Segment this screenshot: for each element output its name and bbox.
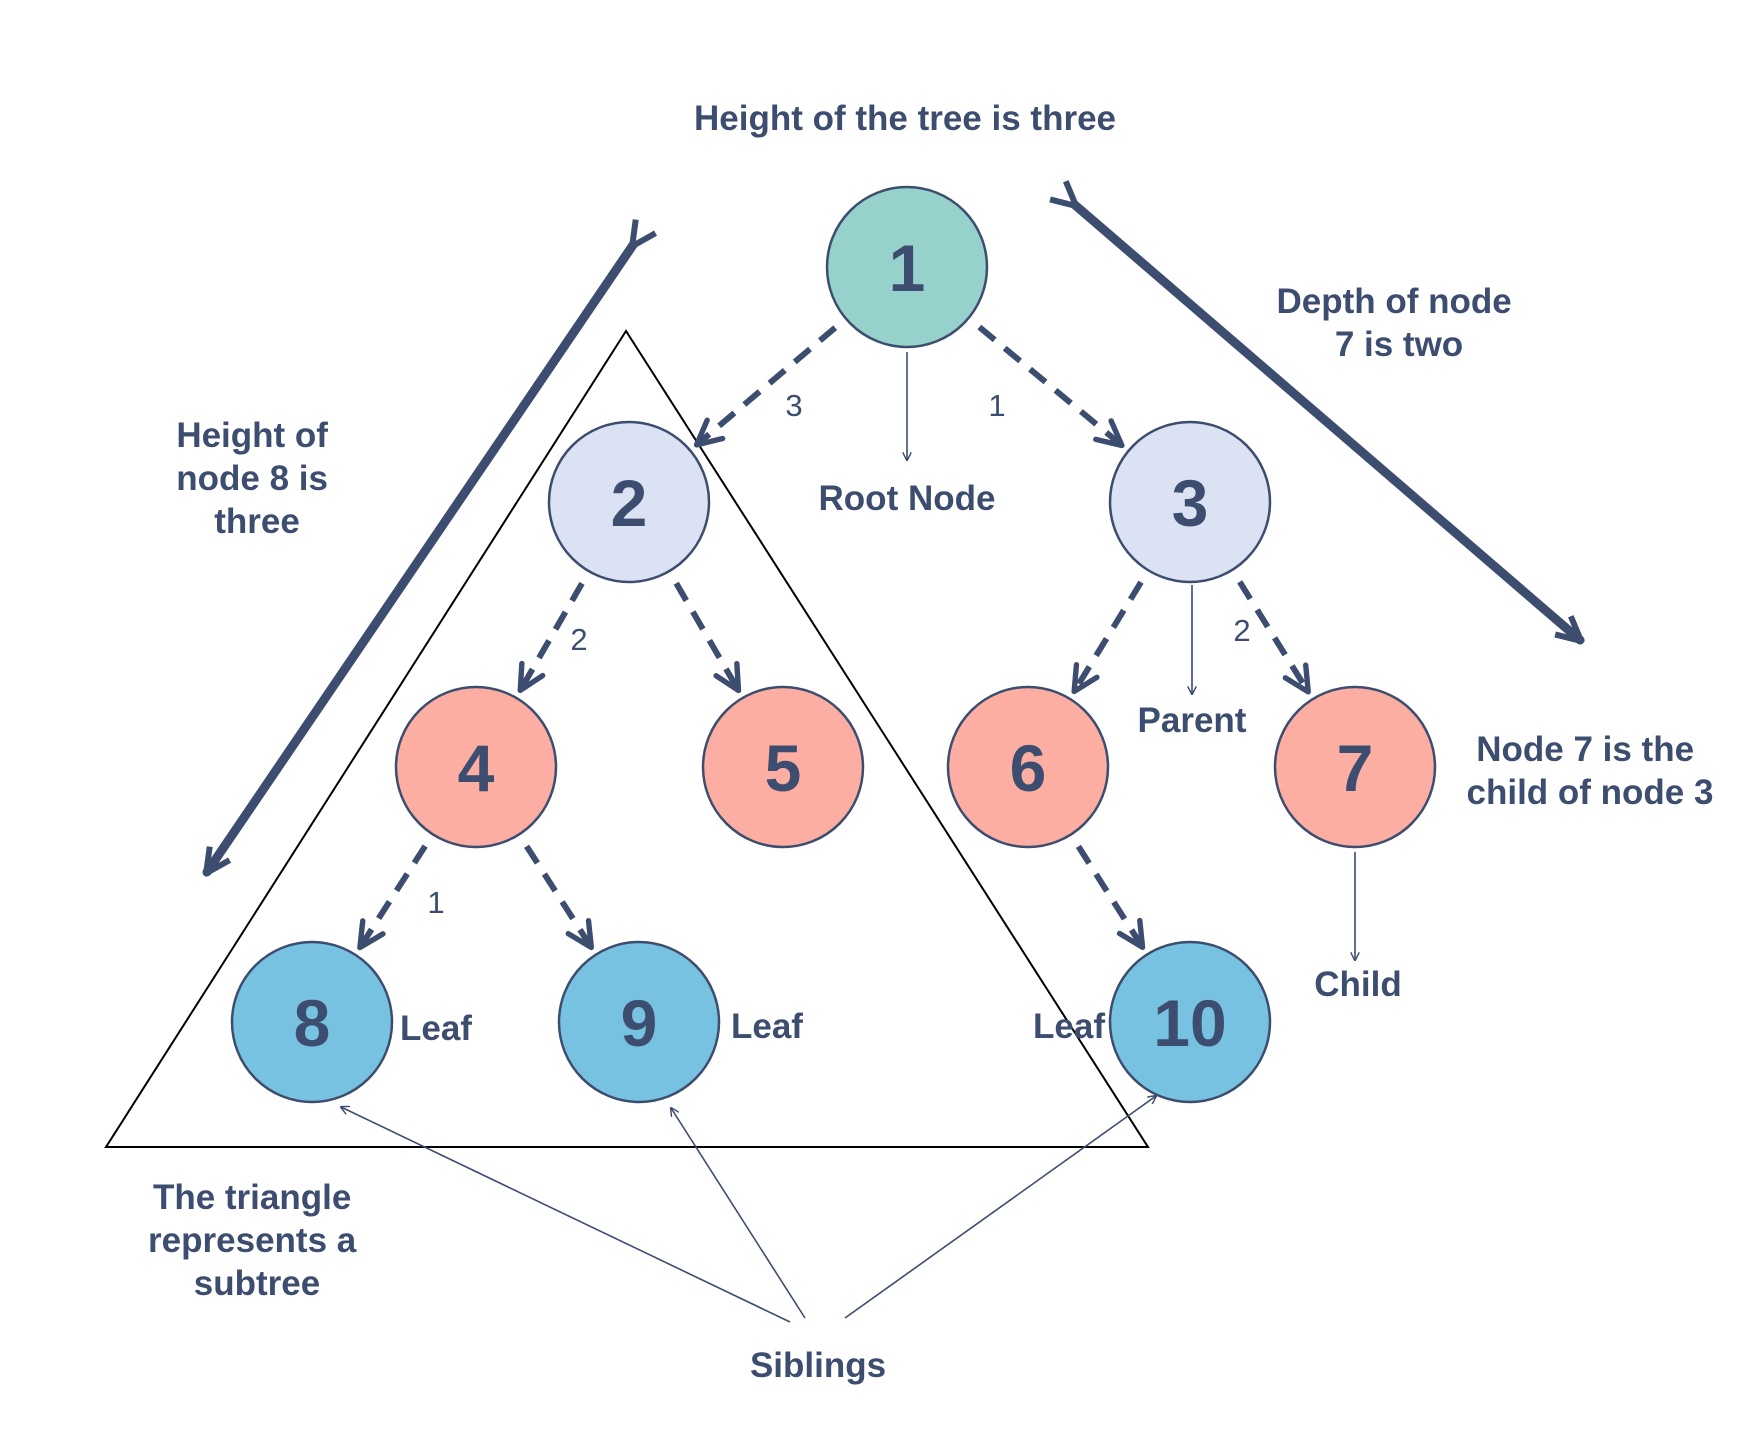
node-circle-6 [946, 685, 1110, 849]
tree-node-2: 2 [547, 420, 711, 584]
child-of-annotation: Node 7 is the child of node 3 [1467, 730, 1714, 812]
node-label-9: 9 [621, 986, 658, 1060]
siblings-label: Siblings [750, 1346, 886, 1385]
siblings-arrow-to-node-10 [844, 1096, 1156, 1319]
node-label-5: 5 [765, 731, 802, 805]
root-node-label: Root Node [819, 479, 996, 518]
leaf-label-node-8: Leaf [400, 1009, 472, 1048]
edge-3-6 [1071, 580, 1144, 695]
tree-nodes: 1 2 3 4 5 6 7 8 9 10 [230, 185, 1437, 1104]
tree-node-9: 9 [557, 940, 721, 1104]
node-label-2: 2 [611, 466, 648, 540]
tree-node-7: 7 [1273, 685, 1437, 849]
tree-node-4: 4 [394, 685, 558, 849]
subtree-annotation-line-2: represents a [148, 1221, 357, 1260]
tree-node-10: 10 [1108, 940, 1272, 1104]
node-circle-2 [547, 420, 711, 584]
node-circle-5 [701, 685, 865, 849]
edge-1-2 [693, 325, 838, 448]
edge-weight-2-4: 2 [570, 622, 587, 657]
node-circle-9 [557, 940, 721, 1104]
parent-label: Parent [1138, 701, 1247, 740]
edge-weight-4-8: 1 [427, 885, 444, 920]
edge-2-4 [517, 581, 585, 694]
siblings-arrow-to-node-9 [671, 1108, 806, 1319]
tree-node-8: 8 [230, 940, 394, 1104]
edge-weight-1-3: 1 [988, 388, 1005, 423]
tree-node-5: 5 [701, 685, 865, 849]
node-label-7: 7 [1337, 731, 1374, 805]
child-of-annotation-line-2: child of node 3 [1467, 773, 1714, 812]
child-label: Child [1314, 965, 1401, 1004]
tree-node-3: 3 [1108, 420, 1272, 584]
depth-annotation-line-2: 7 is two [1335, 325, 1463, 364]
node-circle-4 [394, 685, 558, 849]
edge-3-7 [1237, 580, 1311, 695]
leaf-label-node-10: Leaf [1033, 1007, 1105, 1046]
edge-4-8 [357, 844, 428, 951]
depth-of-node-7-arrow [1075, 205, 1580, 640]
subtree-annotation: The triangle represents a subtree [148, 1178, 366, 1303]
node-circle-10 [1108, 940, 1272, 1104]
height-of-node-8-annotation: Height of node 8 is three [176, 416, 337, 541]
annotation-arrows [341, 352, 1355, 1323]
leaf-label-node-9: Leaf [731, 1007, 803, 1046]
depth-annotation-line-1: Depth of node [1277, 282, 1512, 321]
tree-edges [357, 324, 1311, 951]
tree-node-1: 1 [825, 185, 989, 349]
edge-6-10 [1075, 844, 1146, 950]
node-label-1: 1 [889, 231, 926, 305]
height-annotation-line-2: node 8 is [176, 459, 328, 498]
node-circle-7 [1273, 685, 1437, 849]
edge-weight-3-7: 2 [1233, 613, 1250, 648]
node-label-3: 3 [1172, 466, 1209, 540]
node-circle-3 [1108, 420, 1272, 584]
node-label-10: 10 [1153, 986, 1226, 1060]
height-annotation-line-3: three [214, 502, 300, 541]
depth-annotation: Depth of node 7 is two [1277, 282, 1522, 364]
height-of-node-8-arrow [207, 245, 633, 872]
edge-weight-1-2: 3 [785, 388, 802, 423]
tree-height-title: Height of the tree is three [694, 99, 1116, 138]
edge-2-5 [673, 581, 742, 694]
node-label-4: 4 [458, 731, 495, 805]
tree-node-6: 6 [946, 685, 1110, 849]
height-annotation-line-1: Height of [176, 416, 328, 455]
node-label-6: 6 [1010, 731, 1047, 805]
subtree-annotation-line-3: subtree [194, 1264, 320, 1303]
node-label-8: 8 [294, 986, 331, 1060]
edge-4-9 [524, 844, 595, 951]
subtree-annotation-line-1: The triangle [153, 1178, 351, 1217]
edge-1-3 [977, 324, 1125, 449]
node-circle-1 [825, 185, 989, 349]
child-of-annotation-line-1: Node 7 is the [1476, 730, 1694, 769]
siblings-arrow-to-node-8 [341, 1107, 791, 1323]
node-circle-8 [230, 940, 394, 1104]
